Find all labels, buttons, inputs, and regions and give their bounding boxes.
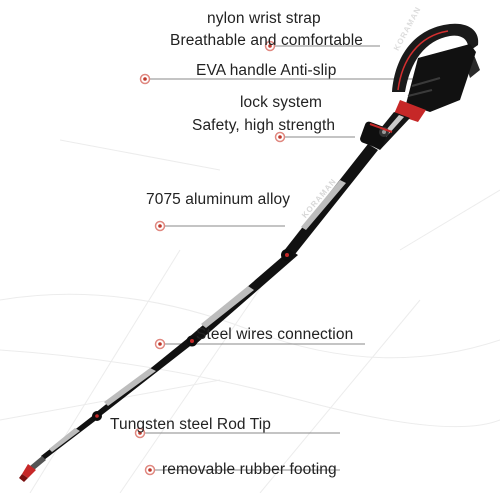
label-rubber-footing: removable rubber footing — [162, 461, 337, 478]
segment-joints — [92, 249, 293, 421]
label-safety: Safety, high strength — [192, 117, 336, 134]
marker-steel-wires — [154, 338, 166, 350]
marker-strap — [264, 40, 276, 52]
label-tungsten-tip: Tungsten steel Rod Tip — [110, 416, 272, 433]
label-steel-wires: Steel wires connection — [196, 326, 354, 343]
marker-lock — [274, 131, 286, 143]
label-breathable: Breathable and comfortable — [170, 32, 364, 49]
label-lock-system: lock system — [240, 94, 323, 111]
label-aluminum: 7075 aluminum alloy — [146, 191, 291, 208]
marker-aluminum — [154, 220, 166, 232]
marker-tungsten — [134, 427, 146, 439]
marker-footing — [144, 464, 156, 476]
label-eva-handle: EVA handle Anti-slip — [196, 62, 337, 79]
marker-handle — [139, 73, 151, 85]
main-shaft — [41, 144, 378, 460]
lock-clamp — [360, 121, 393, 149]
label-wrist-strap: nylon wrist strap — [207, 10, 321, 27]
rubber-foot — [19, 456, 46, 482]
